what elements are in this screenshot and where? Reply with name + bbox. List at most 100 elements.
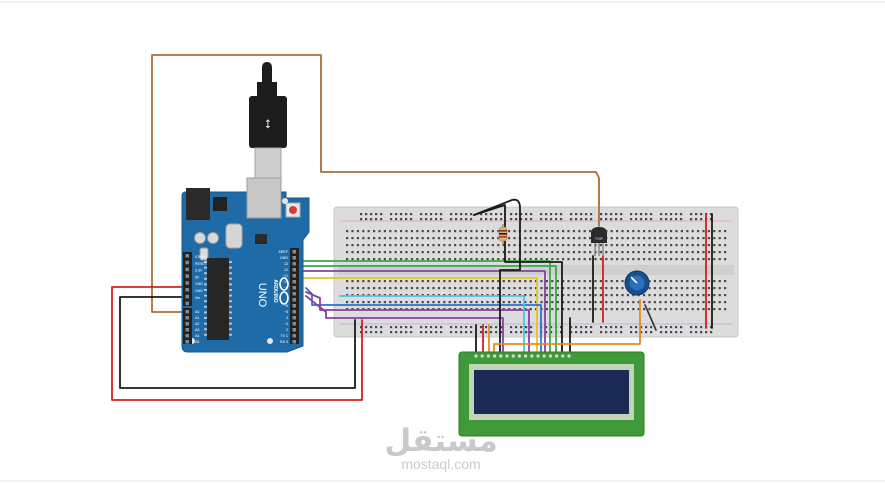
header-pin[interactable] (292, 322, 297, 326)
breadboard-hole (535, 237, 538, 240)
breadboard-hole (680, 326, 683, 329)
header-pin[interactable] (292, 268, 297, 272)
breadboard-hole (491, 244, 494, 247)
wire-black-jumper[interactable] (473, 198, 521, 353)
breadboard-hole (405, 251, 408, 254)
lcd-pin[interactable] (524, 354, 528, 358)
header-pin[interactable] (292, 328, 297, 332)
lcd-pin[interactable] (555, 354, 559, 358)
lcd-display[interactable] (458, 351, 645, 437)
header-pin[interactable] (185, 340, 190, 344)
digital-header (290, 248, 299, 344)
lcd-pin[interactable] (505, 354, 509, 358)
header-pin[interactable] (185, 322, 190, 326)
breadboard-hole (356, 258, 359, 261)
wire-pot-leg[interactable] (644, 304, 657, 331)
lcd-pin[interactable] (474, 354, 478, 358)
header-pin[interactable] (292, 310, 297, 314)
breadboard-hole (375, 213, 378, 216)
wire-orange-pot[interactable] (493, 299, 641, 353)
wire-black-ground[interactable] (119, 296, 356, 389)
header-pin[interactable] (292, 274, 297, 278)
wire-red-power[interactable] (111, 286, 363, 401)
header-pin[interactable] (185, 301, 190, 306)
header-pin[interactable] (292, 292, 297, 296)
header-pin[interactable] (185, 267, 190, 272)
wire-purple-3[interactable] (305, 295, 504, 353)
wire-green-2[interactable] (297, 265, 557, 353)
wire-brown[interactable] (151, 54, 600, 313)
lcd-pin[interactable] (536, 354, 540, 358)
header-pin[interactable] (185, 294, 190, 299)
breadboard-hole (470, 331, 473, 334)
pin-label: A4 (195, 334, 199, 338)
wire-blue[interactable] (305, 287, 542, 353)
lcd-pin[interactable] (542, 354, 546, 358)
breadboard-hole (529, 301, 532, 304)
breadboard-hole (567, 308, 570, 311)
header-pin[interactable] (185, 274, 190, 278)
breadboard-hole (486, 258, 489, 261)
breadboard-hole (599, 294, 602, 297)
header-pin[interactable] (292, 280, 297, 284)
header-pin[interactable] (185, 310, 190, 314)
breadboard-hole (500, 331, 503, 334)
wire-green[interactable] (297, 260, 551, 353)
breadboard-hole (637, 230, 640, 233)
breadboard-hole (616, 280, 619, 283)
temperature-sensor[interactable]: TMP (591, 227, 607, 256)
lcd-pin[interactable] (486, 354, 490, 358)
breadboard-hole (551, 280, 554, 283)
breadboard-hole (465, 213, 468, 216)
header-pin[interactable] (292, 316, 297, 320)
lcd-pin[interactable] (499, 354, 503, 358)
breadboard-hole (621, 244, 624, 247)
header-pin[interactable] (185, 316, 190, 320)
header-pin[interactable] (185, 328, 190, 332)
breadboard-hole (645, 326, 648, 329)
header-pin[interactable] (292, 304, 297, 308)
lcd-pin[interactable] (517, 354, 522, 358)
lcd-pin[interactable] (493, 354, 497, 358)
reset-button[interactable] (289, 206, 297, 214)
wire-black-lcd[interactable] (473, 204, 563, 353)
breadboard-hole (562, 287, 565, 290)
lcd-pin[interactable] (511, 354, 515, 358)
header-pin[interactable] (185, 260, 190, 265)
wire-purple-2[interactable] (305, 291, 530, 353)
wire-purple[interactable] (297, 270, 546, 353)
breadboard-hole (500, 218, 503, 221)
resistor[interactable] (498, 224, 508, 244)
header-pin[interactable] (292, 250, 297, 254)
pin-label: ~9 (284, 286, 288, 290)
breadboard-hole (621, 258, 624, 261)
breadboard-hole (691, 280, 694, 283)
potentiometer[interactable] (624, 270, 650, 296)
lcd-pin[interactable] (548, 354, 553, 358)
lcd-pin[interactable] (480, 354, 484, 358)
header-pin[interactable] (185, 281, 190, 285)
mount-hole-3 (282, 198, 288, 204)
pin-label: GND (195, 282, 203, 286)
breadboard-hole (697, 280, 700, 283)
header-pin[interactable] (292, 334, 297, 338)
breadboard-hole (365, 326, 368, 329)
header-pin[interactable] (292, 262, 297, 266)
wire-cyan[interactable] (339, 295, 525, 353)
breadboard-hole (605, 280, 608, 283)
header-pin[interactable] (292, 256, 297, 260)
lcd-pin[interactable] (530, 354, 534, 358)
breadboard-hole (551, 230, 554, 233)
header-pin[interactable] (185, 254, 190, 258)
header-pin[interactable] (292, 340, 297, 344)
wire-yellow[interactable] (297, 277, 538, 353)
breadboard-hole (470, 244, 473, 247)
header-pin[interactable] (185, 334, 190, 338)
lcd-pin[interactable] (567, 354, 571, 358)
header-pin[interactable] (292, 298, 297, 302)
header-pin[interactable] (185, 288, 190, 292)
lcd-pin[interactable] (561, 354, 565, 358)
header-pin[interactable] (292, 286, 297, 290)
chip-pin (229, 277, 232, 280)
